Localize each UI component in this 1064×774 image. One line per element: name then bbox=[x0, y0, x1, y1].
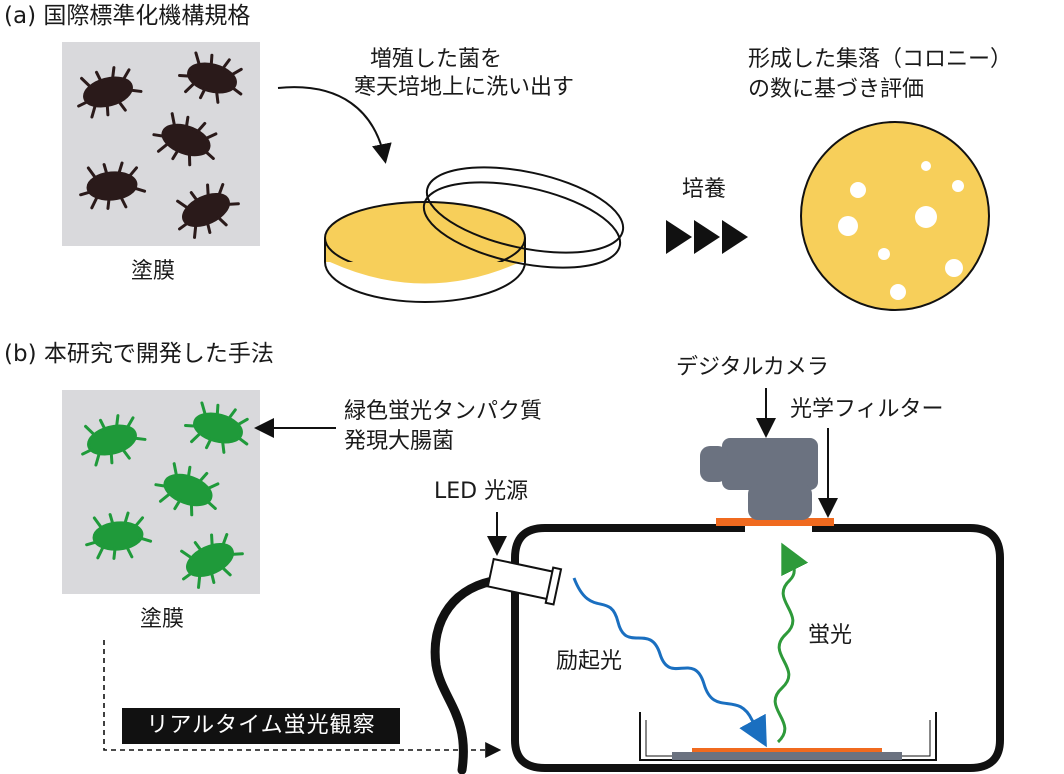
colony-plate-icon bbox=[800, 121, 990, 311]
bacterium-icon bbox=[81, 414, 147, 467]
result-line1: 形成した集落（コロニー） bbox=[748, 47, 1013, 72]
led-icon bbox=[430, 557, 563, 774]
bacterium-icon bbox=[77, 66, 143, 119]
result-line2: の数に基づき評価 bbox=[748, 77, 925, 102]
excitation-light-wave bbox=[572, 577, 767, 748]
bacterium-icon bbox=[178, 51, 243, 104]
bacterium-icon bbox=[79, 161, 147, 210]
camera-label: デジタルカメラ bbox=[676, 355, 829, 380]
observation-chamber bbox=[511, 524, 1004, 772]
bacterium-icon bbox=[152, 112, 218, 167]
sample-dish-icon bbox=[639, 712, 937, 761]
fluorescence-light-wave bbox=[773, 542, 809, 744]
bacteria-green-group bbox=[81, 401, 249, 589]
fluorescence-label: 蛍光 bbox=[808, 623, 853, 648]
bacterium-icon bbox=[184, 401, 249, 454]
camera-icon bbox=[700, 438, 818, 520]
led-label: LED 光源 bbox=[434, 479, 529, 504]
smear-label-a: 塗膜 bbox=[131, 259, 176, 284]
optical-filter bbox=[716, 518, 834, 526]
gfp-label-line1: 緑色蛍光タンパク質 bbox=[344, 399, 543, 424]
section-b-title: (b) 本研究で開発した手法 bbox=[4, 341, 274, 367]
bacterium-icon bbox=[180, 533, 244, 589]
petri-dish-icon bbox=[324, 166, 625, 303]
arrow-to-dish bbox=[277, 86, 392, 164]
filter-label: 光学フィルター bbox=[790, 397, 944, 422]
wash-step-line2: 寒天培地上に洗い出す bbox=[354, 75, 575, 100]
bacteria-dark-group bbox=[77, 51, 243, 239]
wash-step-line1: 増殖した菌を bbox=[370, 47, 503, 72]
culture-label: 培養 bbox=[682, 177, 727, 202]
bacterium-icon bbox=[85, 511, 153, 560]
culture-arrows-icon bbox=[666, 220, 748, 254]
dashed-flow-arrow bbox=[103, 640, 502, 758]
bacterium-icon bbox=[176, 183, 240, 239]
realtime-observation-badge: リアルタイム蛍光観察 bbox=[122, 708, 400, 744]
bacterium-icon bbox=[154, 462, 220, 517]
section-a-title: (a) 国際標準化機構規格 bbox=[4, 3, 251, 29]
gfp-label-line2: 発現大腸菌 bbox=[344, 429, 455, 454]
excitation-label: 励起光 bbox=[556, 649, 623, 674]
smear-label-b: 塗膜 bbox=[140, 607, 185, 632]
